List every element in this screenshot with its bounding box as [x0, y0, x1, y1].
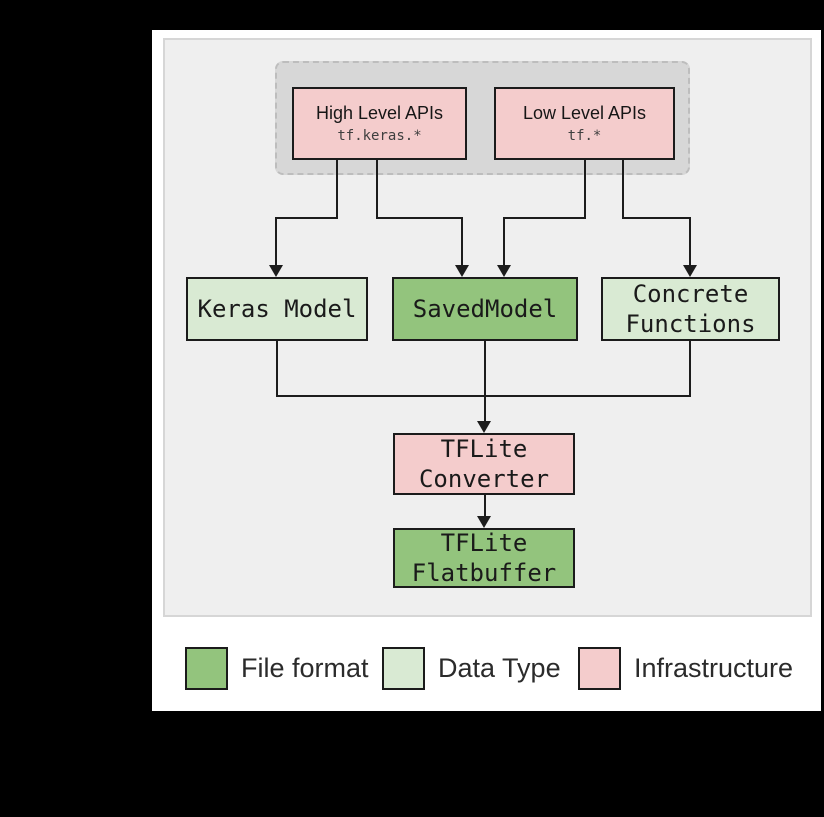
concrete-functions-label: Concrete Functions: [625, 280, 756, 338]
connector-concrete-to-bus: [689, 341, 691, 397]
node-tflite-converter: TFLite Converter: [393, 433, 575, 495]
connector-high-to-savedmodel: [461, 217, 463, 267]
tflite-converter-label: TFLite Converter: [418, 435, 550, 493]
connector-low-to-savedmodel: [503, 217, 586, 219]
connector-low-to-concrete: [689, 217, 691, 267]
low-level-apis-code: tf.*: [567, 128, 602, 144]
connector-keras-to-bus: [276, 341, 278, 397]
arrowhead-into-tflite-converter: [477, 421, 491, 433]
connector-high-to-keras: [275, 217, 338, 219]
node-savedmodel: SavedModel: [392, 277, 578, 341]
connector-low-to-concrete: [622, 217, 691, 219]
connector-savedmodel-to-bus: [484, 341, 486, 397]
savedmodel-label: SavedModel: [412, 295, 558, 323]
node-concrete-functions: Concrete Functions: [601, 277, 780, 341]
connector-high-to-keras: [275, 217, 277, 267]
connector-high-to-savedmodel: [376, 217, 463, 219]
node-low-level-apis: Low Level APIs tf.*: [494, 87, 675, 160]
low-level-apis-title: Low Level APIs: [522, 103, 647, 123]
connector-high-to-keras: [336, 160, 338, 219]
node-high-level-apis: High Level APIs tf.keras.*: [292, 87, 467, 160]
connector-low-to-savedmodel: [584, 160, 586, 219]
connector-low-to-concrete: [622, 160, 624, 219]
connector-high-to-savedmodel: [376, 160, 378, 219]
arrowhead-into-tflite-flatbuffer: [477, 516, 491, 528]
connector-bus-to-converter: [484, 395, 486, 422]
arrowhead-into-concrete-functions: [683, 265, 697, 277]
node-tflite-flatbuffer: TFLite Flatbuffer: [393, 528, 575, 588]
arrowhead-into-savedmodel-right: [497, 265, 511, 277]
connector-converter-to-flatbuffer: [484, 495, 486, 517]
high-level-apis-code: tf.keras.*: [337, 128, 422, 144]
arrowhead-into-savedmodel-left: [455, 265, 469, 277]
connector-low-to-savedmodel: [503, 217, 505, 267]
node-keras-model: Keras Model: [186, 277, 368, 341]
connector-bus-horizontal: [276, 395, 691, 397]
high-level-apis-title: High Level APIs: [315, 103, 444, 123]
keras-model-label: Keras Model: [197, 295, 357, 323]
arrowhead-into-keras-model: [269, 265, 283, 277]
tflite-flatbuffer-label: TFLite Flatbuffer: [411, 529, 557, 587]
